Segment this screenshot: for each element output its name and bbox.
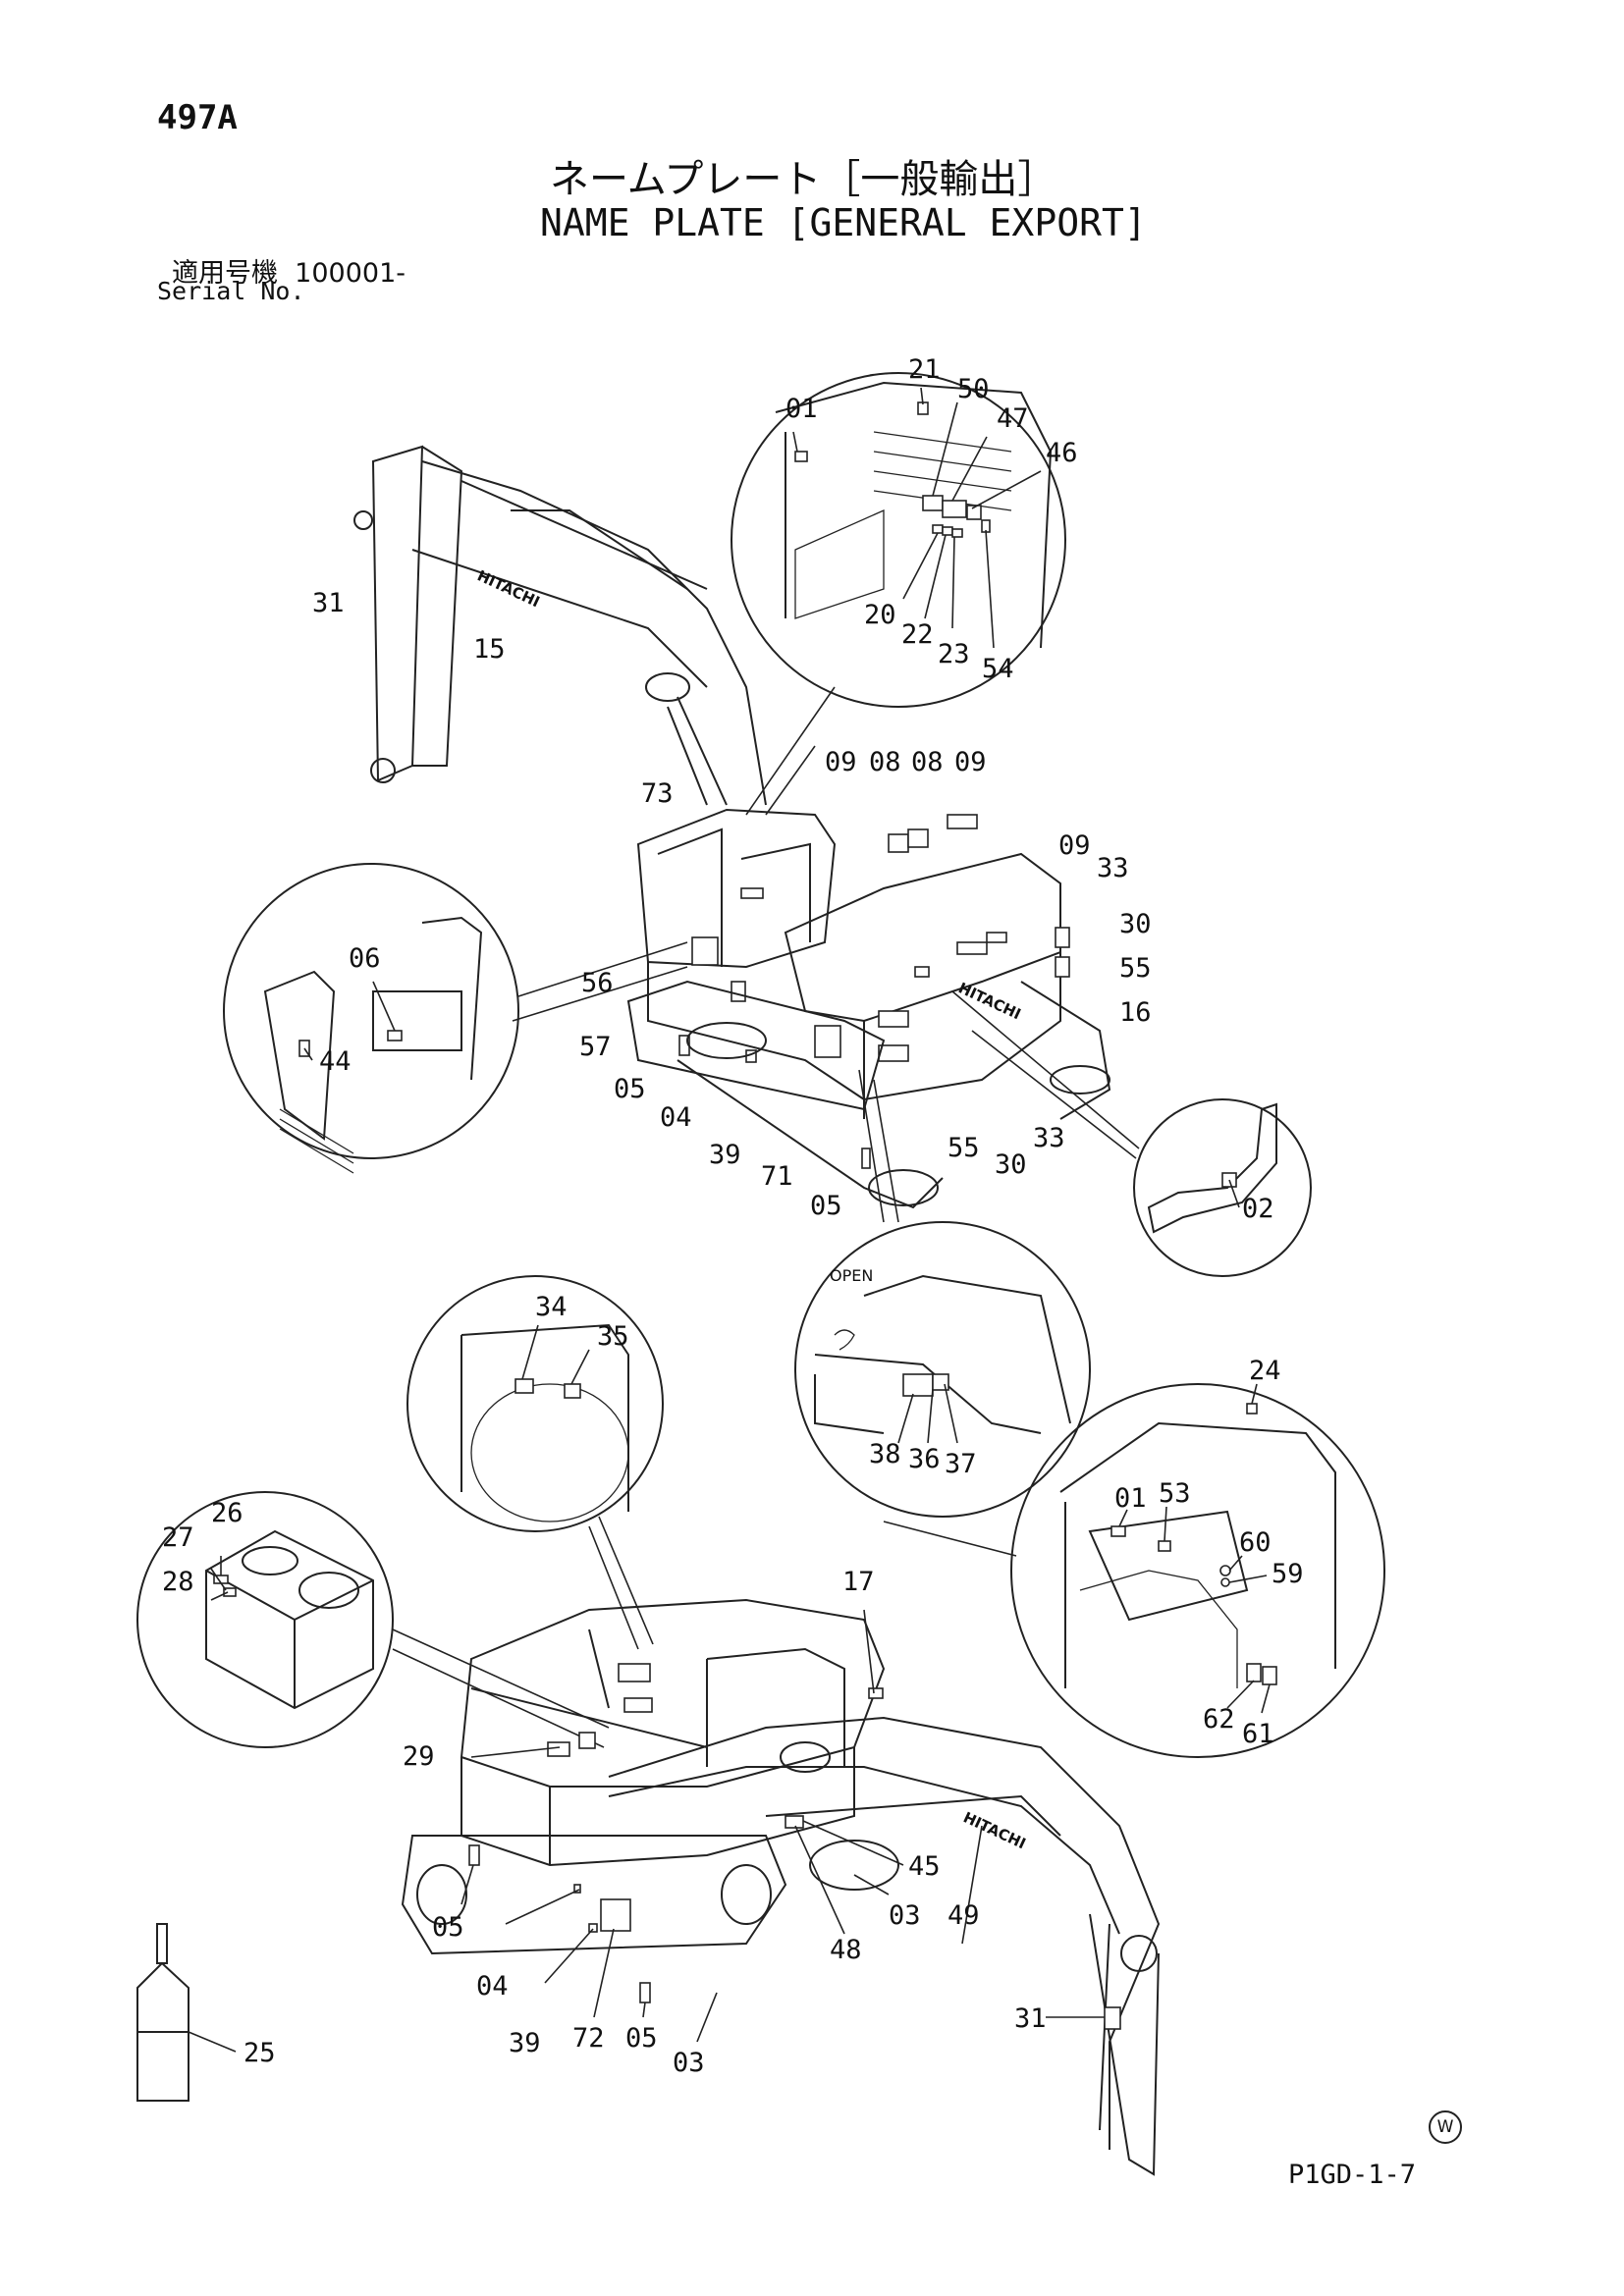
callout-17: 17: [842, 1567, 875, 1597]
callout-02: 02: [1242, 1194, 1274, 1224]
callout-33-b: 33: [1033, 1123, 1065, 1153]
watermark-symbol: W: [1429, 2110, 1462, 2144]
callout-23: 23: [938, 639, 970, 669]
callout-24: 24: [1249, 1356, 1281, 1386]
callout-30-a: 30: [1119, 909, 1152, 939]
callout-39-upper: 39: [709, 1140, 741, 1170]
callout-05-lower-b: 05: [625, 2023, 658, 2054]
callout-01-interior: 01: [1114, 1483, 1147, 1514]
serial-label-english: Serial No.: [157, 277, 305, 305]
callout-36: 36: [908, 1444, 941, 1474]
lower-excavator-drawing: [401, 1598, 1161, 2176]
callout-05-upper-b: 05: [810, 1191, 842, 1221]
callout-09-c: 09: [1058, 830, 1091, 861]
callout-38: 38: [869, 1439, 901, 1469]
callout-62: 62: [1203, 1704, 1235, 1735]
callout-47: 47: [997, 403, 1029, 434]
tank-detail: [136, 1491, 610, 1748]
callout-06: 06: [349, 943, 381, 974]
callout-08-b: 08: [911, 747, 944, 777]
callout-30-b: 30: [995, 1149, 1027, 1180]
left-panel-detail: [223, 863, 688, 1174]
callout-44: 44: [319, 1046, 352, 1077]
serial-number-value: 100001-: [295, 258, 406, 289]
callout-53: 53: [1159, 1478, 1191, 1509]
callout-numbers: 01 21 50 47 46 20 22 23 54 06 44 31 15 7…: [162, 354, 1304, 2078]
callout-28: 28: [162, 1567, 194, 1597]
engine-hood-detail: [794, 1069, 1091, 1518]
warning-tag-drawing: [136, 1923, 237, 2102]
radiator-detail: [406, 1275, 664, 1650]
callout-73: 73: [641, 778, 674, 809]
muffler-detail: [951, 990, 1312, 1277]
drawing-code: P1GD-1-7: [1288, 2160, 1417, 2190]
callout-03-lower-a: 03: [673, 2048, 705, 2078]
callout-56: 56: [581, 968, 614, 998]
callout-31-upper: 31: [312, 588, 345, 618]
callout-21: 21: [908, 354, 941, 385]
page-title-japanese: ネームプレート［一般輸出］: [550, 157, 1057, 202]
callout-61: 61: [1242, 1719, 1274, 1749]
serial-row-japanese: 適用号機 100001-: [172, 251, 406, 290]
callout-09-a: 09: [825, 747, 857, 777]
callout-37: 37: [945, 1449, 977, 1479]
callout-71: 71: [761, 1161, 793, 1192]
callout-16: 16: [1119, 997, 1152, 1028]
lower-boom-brand-lettering: HITACHI: [960, 1808, 1028, 1852]
callout-45: 45: [908, 1851, 941, 1882]
callout-25: 25: [244, 2038, 276, 2068]
callout-20: 20: [864, 600, 896, 630]
callout-03-lower-b: 03: [889, 1900, 921, 1931]
callout-08-a: 08: [869, 747, 901, 777]
callout-35: 35: [597, 1321, 629, 1352]
callout-05-upper-a: 05: [614, 1074, 646, 1104]
page-code: 497A: [157, 98, 238, 137]
callout-59: 59: [1272, 1559, 1304, 1589]
page-title-english: NAME PLATE [GENERAL EXPORT]: [540, 201, 1147, 244]
callout-55-a: 55: [1119, 953, 1152, 984]
callout-05-lower-a: 05: [432, 1912, 464, 1943]
serial-label-japanese: 適用号機: [172, 258, 278, 289]
upper-excavator-drawing: [353, 445, 1111, 1209]
callout-31-lower: 31: [1014, 2003, 1047, 2034]
callout-34: 34: [535, 1292, 568, 1322]
open-direction-label: OPEN: [830, 1266, 873, 1285]
callout-04-lower: 04: [476, 1971, 509, 2002]
callout-01: 01: [785, 394, 818, 424]
callout-55-b: 55: [947, 1133, 980, 1163]
callout-15: 15: [473, 634, 506, 665]
callout-72: 72: [572, 2023, 605, 2054]
cab-interior-detail: [883, 1383, 1385, 1758]
callout-26: 26: [211, 1498, 244, 1528]
counterweight-brand-lettering: HITACHI: [955, 979, 1023, 1023]
callout-49: 49: [947, 1900, 980, 1931]
callout-46: 46: [1046, 438, 1078, 468]
callout-09-b: 09: [954, 747, 987, 777]
callout-22: 22: [901, 619, 934, 650]
callout-27: 27: [162, 1522, 194, 1553]
callout-48: 48: [830, 1935, 862, 1965]
callout-54: 54: [982, 654, 1014, 684]
callout-04-upper: 04: [660, 1102, 692, 1133]
callout-60: 60: [1239, 1527, 1272, 1558]
cab-label-detail: [731, 372, 1066, 708]
callout-50: 50: [957, 374, 990, 404]
callout-57: 57: [579, 1032, 612, 1062]
callout-29: 29: [403, 1741, 435, 1772]
callout-33-a: 33: [1097, 853, 1129, 883]
callout-39-lower: 39: [509, 2028, 541, 2058]
